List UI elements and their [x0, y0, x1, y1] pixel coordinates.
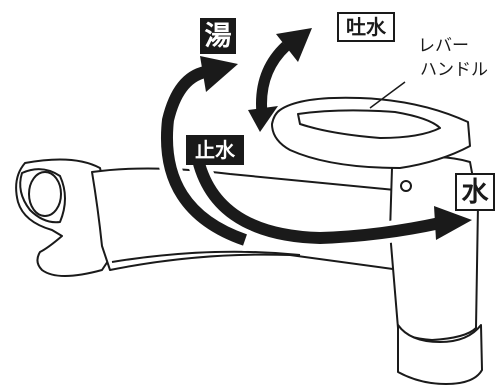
body-screw — [400, 180, 412, 192]
shower-head-face — [28, 171, 62, 217]
lever-handle-label-line2: ハンドル — [420, 60, 488, 80]
cold-arrow-head — [434, 206, 472, 240]
cold-arrow-line — [190, 148, 442, 245]
lever-handle-slot — [297, 109, 441, 139]
hot-arrow-head — [200, 56, 238, 92]
spout-arrow-line — [256, 41, 290, 115]
stop-water-label: 止水 — [186, 135, 244, 165]
spout-arrow-head-top — [276, 28, 312, 62]
lever-handle-label-line1: レバー — [418, 36, 469, 56]
cold-label: 水 — [455, 173, 495, 211]
hot-arrow-line — [161, 66, 247, 246]
spout-arrow-head-bottom — [248, 106, 278, 132]
hot-label: 湯 — [200, 18, 236, 54]
lever-leader-line — [369, 81, 406, 109]
spout-underside — [111, 250, 301, 263]
faucet-base — [397, 324, 483, 385]
spout-water-label: 吐水 — [337, 12, 395, 42]
